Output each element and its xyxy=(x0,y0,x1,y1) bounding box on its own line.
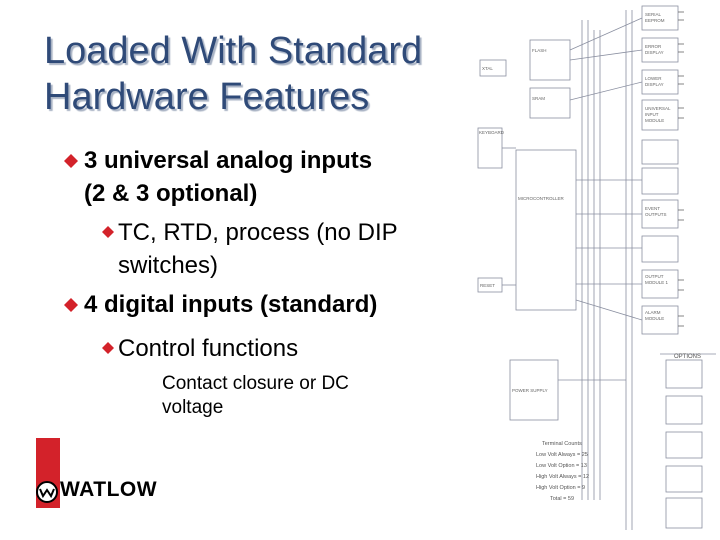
svg-text:MODULE 1: MODULE 1 xyxy=(645,280,669,285)
svg-text:Terminal Counts: Terminal Counts xyxy=(542,441,582,447)
diamond-bullet-icon xyxy=(102,226,114,238)
svg-text:High Volt Always = 12: High Volt Always = 12 xyxy=(536,474,589,480)
diamond-bullet-icon xyxy=(102,342,114,354)
svg-text:DISPLAY: DISPLAY xyxy=(645,50,664,55)
svg-text:SRAM: SRAM xyxy=(532,96,545,101)
svg-text:DISPLAY: DISPLAY xyxy=(645,82,664,87)
svg-text:UNIVERSAL: UNIVERSAL xyxy=(645,106,671,111)
diamond-bullet-icon xyxy=(64,154,78,168)
slide-title: Loaded With Standard Hardware Features xyxy=(44,30,423,118)
bullet-2-text: 4 digital inputs (standard) xyxy=(84,291,378,318)
svg-text:ERROR: ERROR xyxy=(645,44,662,49)
watlow-logo-text: WATLOW xyxy=(60,478,158,501)
svg-text:LOWER: LOWER xyxy=(645,76,662,81)
sub-sub-detail-text: Contact closure or DC voltage xyxy=(162,373,349,418)
svg-text:OUTPUT: OUTPUT xyxy=(645,274,664,279)
svg-text:OUTPUTS: OUTPUTS xyxy=(645,212,667,217)
watlow-logo-icon xyxy=(36,481,58,503)
svg-text:High Volt Option = 9: High Volt Option = 9 xyxy=(536,485,585,491)
svg-text:MODULE: MODULE xyxy=(645,316,664,321)
sub-bullet-1-1-text: TC, RTD, process (no DIP switches) xyxy=(118,219,398,279)
svg-text:Low Volt Option = 13: Low Volt Option = 13 xyxy=(536,463,587,469)
svg-text:INPUT: INPUT xyxy=(645,112,659,117)
svg-text:SERIAL: SERIAL xyxy=(645,12,662,17)
svg-text:XTAL: XTAL xyxy=(482,66,493,71)
svg-text:MODULE: MODULE xyxy=(645,118,664,123)
svg-text:ALARM: ALARM xyxy=(645,310,661,315)
svg-text:FLASH: FLASH xyxy=(532,48,547,53)
diamond-bullet-icon xyxy=(64,298,78,312)
sub-bullet-2-1-text: Control functions xyxy=(118,335,299,362)
svg-text:POWER SUPPLY: POWER SUPPLY xyxy=(512,388,548,393)
svg-text:Total = 59: Total = 59 xyxy=(550,496,574,502)
bullet-1-text: 3 universal analog inputs (2 & 3 optiona… xyxy=(84,147,373,207)
svg-text:EEPROM: EEPROM xyxy=(645,18,665,23)
svg-text:Low Volt Always = 25: Low Volt Always = 25 xyxy=(536,452,588,458)
svg-text:MICROCONTROLLER: MICROCONTROLLER xyxy=(518,196,565,201)
svg-text:EVENT: EVENT xyxy=(645,206,660,211)
options-label: OPTIONS xyxy=(674,354,701,360)
svg-text:KEYBOARD: KEYBOARD xyxy=(479,130,505,135)
svg-text:RESET: RESET xyxy=(480,283,495,288)
